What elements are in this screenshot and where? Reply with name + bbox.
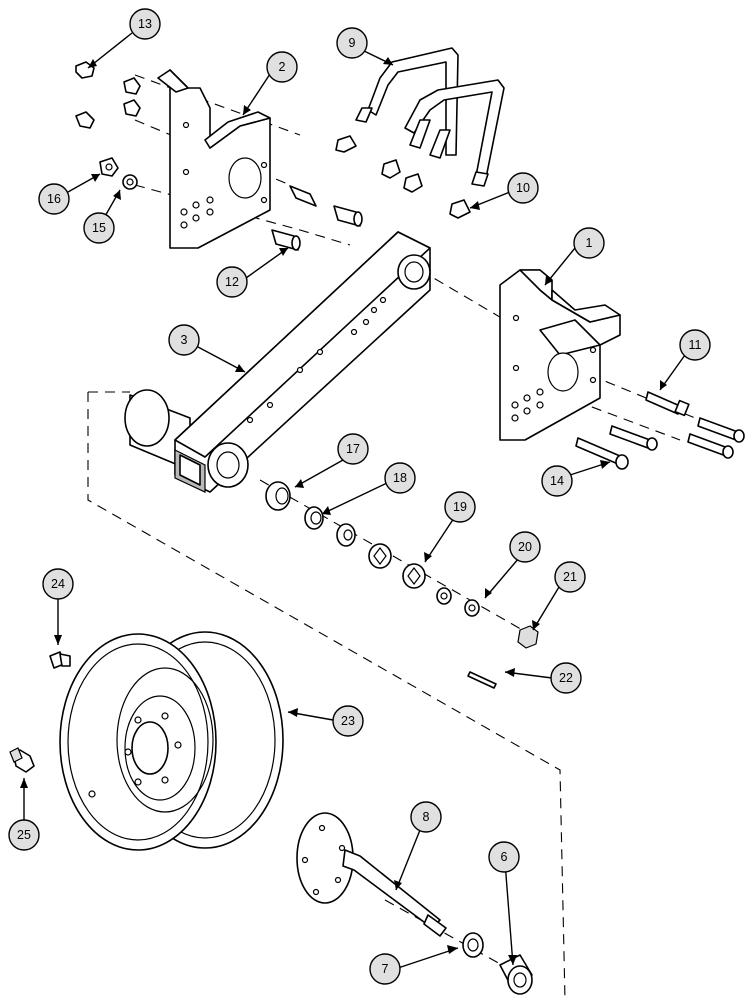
callout-12-number: 12 xyxy=(225,275,239,289)
callout-23: 23 xyxy=(332,705,364,737)
spindle-hardware xyxy=(265,481,539,689)
callout-24: 24 xyxy=(42,568,74,600)
callout-7-number: 7 xyxy=(382,962,389,976)
callout-25: 25 xyxy=(8,819,40,851)
callout-16-number: 16 xyxy=(47,192,61,206)
callout-10: 10 xyxy=(507,172,539,204)
callout-3: 3 xyxy=(168,324,200,356)
bearing-and-seal xyxy=(462,932,533,995)
callout-18-number: 18 xyxy=(393,471,407,485)
callout-18: 18 xyxy=(384,462,416,494)
callout-16: 16 xyxy=(38,183,70,215)
upper-left-hardware xyxy=(75,61,141,190)
callout-23-number: 23 xyxy=(341,714,355,728)
right-mounting-bracket xyxy=(499,269,621,441)
callout-19-number: 19 xyxy=(453,500,467,514)
callout-11-number: 11 xyxy=(689,338,702,352)
callout-10-number: 10 xyxy=(516,181,530,195)
callout-17-number: 17 xyxy=(346,442,360,456)
callout-9-number: 9 xyxy=(349,36,356,50)
callout-11: 11 xyxy=(679,329,711,361)
callout-14: 14 xyxy=(541,465,573,497)
callout-15: 15 xyxy=(83,212,115,244)
swing-arm xyxy=(124,231,431,493)
callout-9: 9 xyxy=(336,27,368,59)
spindle xyxy=(296,812,447,937)
callout-1: 1 xyxy=(573,227,605,259)
callout-13-number: 13 xyxy=(138,17,152,31)
u-bolt-nuts xyxy=(335,135,471,219)
callout-17: 17 xyxy=(337,433,369,465)
left-mounting-bracket xyxy=(157,69,271,249)
callout-22: 22 xyxy=(550,662,582,694)
callout-24-number: 24 xyxy=(51,577,65,591)
u-bolts xyxy=(355,47,505,187)
callout-1-number: 1 xyxy=(586,236,593,250)
callout-8-number: 8 xyxy=(423,810,430,824)
callout-13: 13 xyxy=(129,8,161,40)
callout-19: 19 xyxy=(444,491,476,523)
bushings xyxy=(271,185,363,251)
callout-6-number: 6 xyxy=(501,850,508,864)
callout-6: 6 xyxy=(488,841,520,873)
callout-2: 2 xyxy=(266,51,298,83)
callout-20: 20 xyxy=(509,531,541,563)
callout-21: 21 xyxy=(554,561,586,593)
callout-8: 8 xyxy=(410,801,442,833)
wheel-bolt-and-valve xyxy=(9,651,71,773)
callout-20-number: 20 xyxy=(518,540,532,554)
callout-21-number: 21 xyxy=(563,570,577,584)
callout-12: 12 xyxy=(216,266,248,298)
callout-2-number: 2 xyxy=(279,60,286,74)
callout-22-number: 22 xyxy=(559,671,573,685)
bolts xyxy=(575,391,745,470)
callout-15-number: 15 xyxy=(92,221,106,235)
callout-25-number: 25 xyxy=(17,828,31,842)
callout-14-number: 14 xyxy=(550,474,564,488)
callout-7: 7 xyxy=(369,953,401,985)
callout-3-number: 3 xyxy=(181,333,188,347)
leader-arrowheads xyxy=(20,57,667,965)
wheel-rim xyxy=(59,631,284,851)
